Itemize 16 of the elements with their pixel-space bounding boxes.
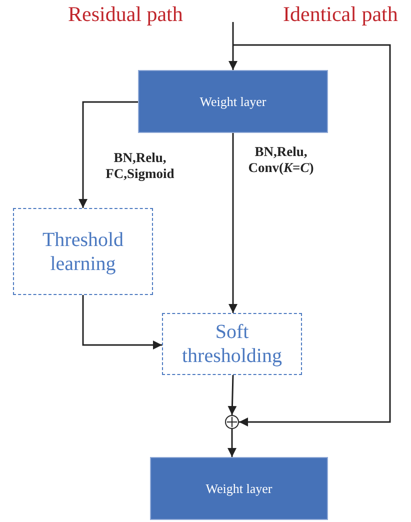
sum-junction-icon (225, 415, 239, 429)
arrow (82, 295, 162, 350)
arrow (228, 133, 238, 313)
layer-box: Weight layer (138, 70, 328, 133)
arrow (233, 44, 391, 426)
arrow (228, 429, 236, 457)
path-title: Identical path (283, 2, 398, 27)
arrow (228, 22, 238, 70)
process-box: Threshold learning (13, 208, 153, 295)
layer-box: Weight layer (150, 457, 328, 520)
process-box: Soft thresholding (162, 313, 302, 375)
edge-label: BN,Relu, Conv(K=C) (247, 144, 315, 176)
arrow (78, 101, 138, 208)
path-title: Residual path (68, 2, 183, 27)
edge-label: BN,Relu, FC,Sigmoid (104, 150, 176, 182)
arrow (228, 374, 237, 416)
